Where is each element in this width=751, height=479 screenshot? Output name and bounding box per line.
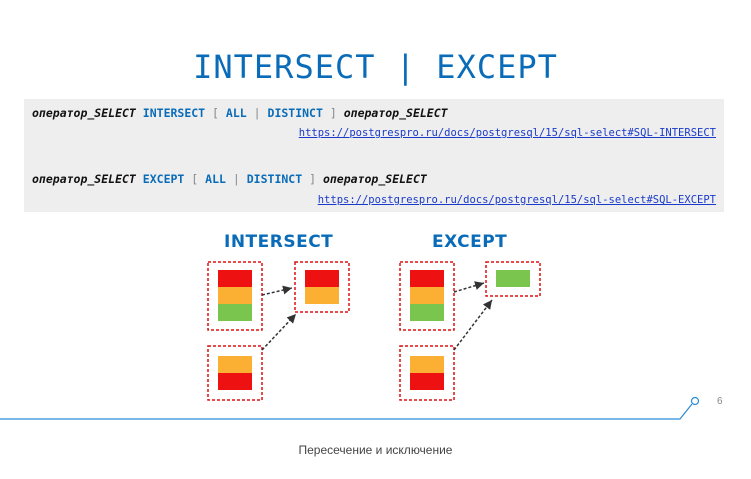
slide-title: INTERSECT | EXCEPT [193,48,558,86]
row-red [410,373,444,390]
operand-left: оператор_SELECT [32,172,136,186]
dashed-frame [207,345,263,401]
row-red [410,270,444,287]
separator: | [253,106,261,120]
row-orange [218,356,252,373]
keyword-except: EXCEPT [142,172,185,186]
arrow-a-to-result [261,285,293,296]
syntax-box: оператор_SELECT INTERSECT [ ALL | DISTIN… [24,99,724,212]
operand-right: оператор_SELECT [343,106,448,120]
intersect-result [294,261,350,313]
row-green [218,304,252,321]
bracket-open: [ [191,172,199,186]
row-orange [218,287,252,304]
intersect-docs-link[interactable]: https://postgrespro.ru/docs/postgresql/1… [298,127,716,139]
row-green [410,304,444,321]
bracket-open: [ [212,106,219,120]
except-heading: EXCEPT [432,232,508,252]
keyword-distinct: DISTINCT [267,106,323,120]
intersect-table-a [207,261,263,331]
operand-right: оператор_SELECT [322,172,427,186]
footer-node-icon [690,396,700,406]
except-result [485,261,541,297]
dashed-frame [399,261,455,331]
keyword-intersect: INTERSECT [142,106,206,120]
dashed-frame [399,345,455,401]
bracket-close: ] [329,106,337,120]
dashed-frame [294,261,350,313]
keyword-distinct: DISTINCT [246,172,303,186]
slide-caption: Пересечение и исключение [298,443,453,457]
intersect-table-b [207,345,263,401]
row-orange [305,287,339,304]
arrow-b-to-result [261,313,297,351]
operand-left: оператор_SELECT [32,106,136,120]
row-orange [410,356,444,373]
except-syntax-line: оператор_SELECT EXCEPT [ ALL | DISTINCT … [32,172,427,186]
dashed-frame [207,261,263,331]
arrow-a-to-result [453,281,485,293]
bracket-close: ] [309,172,317,186]
row-orange [410,287,444,304]
page-number: 6 [717,396,723,407]
arrow-b-to-result [453,299,493,351]
separator: | [232,172,240,186]
keyword-all: ALL [225,106,247,120]
intersect-syntax-line: оператор_SELECT INTERSECT [ ALL | DISTIN… [32,106,448,120]
except-table-b [399,345,455,401]
row-red [218,270,252,287]
except-docs-link[interactable]: https://postgrespro.ru/docs/postgresql/1… [317,194,716,206]
row-red [218,373,252,390]
intersect-heading: INTERSECT [224,232,334,252]
keyword-all: ALL [205,172,226,186]
except-table-a [399,261,455,331]
dashed-frame [485,261,541,297]
row-red [305,270,339,287]
row-green [496,270,530,287]
